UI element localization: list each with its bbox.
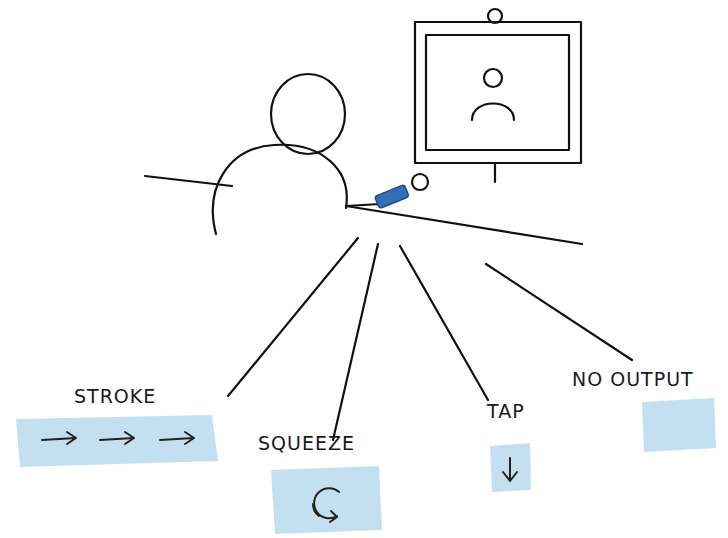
person-arm (346, 204, 380, 206)
gesture-symbol (503, 458, 517, 481)
person-hand (412, 174, 428, 190)
branch-line (333, 244, 378, 440)
gesture-label: TAP (487, 400, 525, 422)
gesture-node: NO OUTPUT (572, 368, 728, 458)
remote-person-head (484, 69, 502, 87)
branch-line (400, 246, 488, 400)
color-patch (642, 398, 716, 452)
tap-arrow (503, 458, 517, 481)
person-body (213, 145, 347, 234)
stroke-arrow (100, 432, 134, 444)
branch-line (228, 238, 358, 396)
gesture-label: STROKE (74, 385, 156, 407)
stroke-arrow (42, 432, 76, 444)
device (375, 185, 410, 209)
squeeze-arrow (314, 488, 339, 522)
gesture-node: STROKE (12, 385, 224, 470)
table-edge (346, 206, 582, 244)
gesture-label: SQUEEZE (258, 432, 355, 454)
branch-line (486, 264, 632, 360)
gesture-label: NO OUTPUT (572, 368, 694, 390)
gesture-node: SQUEEZE (255, 432, 390, 536)
color-patch (490, 443, 531, 492)
squeeze-arrow (313, 504, 319, 516)
device-body (375, 185, 410, 209)
camera (488, 9, 502, 23)
stroke-arrow (160, 432, 194, 444)
gesture-symbol (313, 488, 339, 522)
remote-person-body (472, 104, 514, 121)
monitor-frame (415, 22, 581, 163)
monitor-stand (494, 163, 496, 182)
person-head (271, 74, 345, 154)
gesture-symbol (42, 432, 194, 444)
color-patch (271, 466, 382, 534)
color-patch (16, 415, 218, 467)
monitor-screen (426, 35, 569, 150)
gesture-node: TAP (482, 400, 537, 495)
